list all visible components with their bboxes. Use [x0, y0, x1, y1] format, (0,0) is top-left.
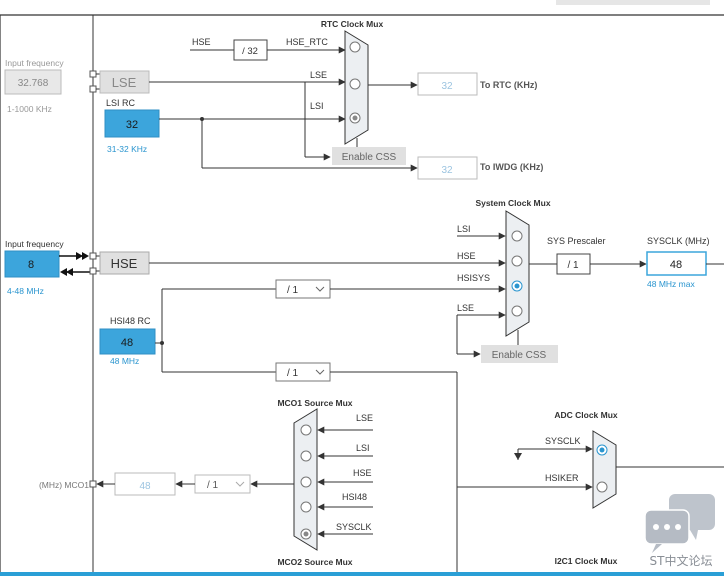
hse-pin-1 [89, 252, 97, 260]
lse-range-label: 1-1000 KHz [7, 104, 52, 114]
chevron-down-icon [235, 481, 245, 487]
rtc-hse-rtc-label: HSE_RTC [286, 37, 328, 47]
sysclk-max-label: 48 MHz max [647, 279, 695, 289]
rtc-mux-option-lse[interactable] [349, 78, 361, 90]
watermark-text: ST中文论坛 [650, 553, 713, 568]
lsi-rc-title: LSI RC [106, 98, 136, 108]
chevron-down-icon [315, 369, 325, 375]
hsi48-divider-value: / 1 [287, 368, 299, 379]
mco1-divider-value: / 1 [207, 480, 219, 491]
lse-input-frequency-field[interactable] [4, 69, 62, 95]
lse-input-frequency-label: Input frequency [5, 58, 64, 68]
iwdg-output-value: 32 [441, 165, 453, 176]
iwdg-output-label: To IWDG (KHz) [480, 162, 543, 172]
mco1-mux-title: MCO1 Source Mux [277, 398, 352, 408]
mco1-input-lse-label: LSE [356, 413, 373, 423]
sysmux-input-hse-label: HSE [457, 251, 476, 261]
mco1-input-sysclk-label: SYSCLK [336, 522, 372, 532]
sys-prescaler-value: / 1 [567, 260, 579, 271]
lse-pin-2 [89, 85, 97, 93]
st-forum-watermark-icon [644, 494, 715, 553]
rtc-hse-label: HSE [192, 37, 211, 47]
adc-input-hsiker-label: HSIKER [545, 473, 579, 483]
sysmux-enable-css-button[interactable] [481, 345, 558, 363]
sysmux-selected-dot [514, 283, 520, 289]
mco1-option-hsi48[interactable] [300, 501, 312, 513]
sysmux-enable-css-label: Enable CSS [492, 350, 547, 361]
top-scroll-stub [556, 0, 710, 5]
lsi-rc-block[interactable] [104, 109, 160, 138]
mco1-pin [89, 480, 97, 488]
system-clock-mux [505, 210, 530, 337]
mco2-mux-title: MCO2 Source Mux [277, 557, 352, 567]
adc-clock-mux [592, 430, 617, 509]
sys-prescaler-title: SYS Prescaler [547, 236, 606, 246]
i2c1-mux-title: I2C1 Clock Mux [555, 556, 618, 566]
iwdg-output-field[interactable] [417, 156, 478, 180]
adc-input-sysclk-label: SYSCLK [545, 436, 581, 446]
hse-input-frequency-value: 8 [28, 259, 34, 271]
lse-pin-1 [89, 70, 97, 78]
lsi-range-label: 31-32 KHz [107, 144, 147, 154]
hsi48-rc-title: HSI48 RC [110, 316, 151, 326]
lse-block-label: LSE [112, 75, 137, 90]
sysmux-input-lsi-label: LSI [457, 224, 471, 234]
sysclk-value: 48 [670, 259, 682, 271]
hse-pin-2 [89, 267, 97, 275]
sysclk-title: SYSCLK (MHz) [647, 236, 710, 246]
mco1-input-hsi48-label: HSI48 [342, 492, 367, 502]
rtc-output-value: 32 [441, 81, 453, 92]
rtc-mux-option-hse[interactable] [349, 41, 361, 53]
mco1-selected-dot [303, 531, 309, 537]
rtc-lsi-label: LSI [310, 101, 324, 111]
hsisys-divider-value: / 1 [287, 285, 299, 296]
hsi48-rc-block[interactable] [99, 328, 156, 355]
mco1-option-lsi[interactable] [300, 450, 312, 462]
sysmux-title: System Clock Mux [475, 198, 550, 208]
mco1-input-hse-label: HSE [353, 468, 372, 478]
rtc-enable-css-label: Enable CSS [342, 152, 397, 163]
mco1-output-label: (MHz) MCO1 [39, 480, 89, 490]
sysmux-option-lse[interactable] [511, 305, 523, 317]
adc-mux-title: ADC Clock Mux [554, 410, 618, 420]
adc-selected-dot [599, 447, 605, 453]
hse-input-frequency-field[interactable] [4, 250, 60, 278]
lse-input-frequency-value: 32.768 [18, 78, 49, 89]
hse-block-label: HSE [111, 256, 138, 271]
rtc-output-label: To RTC (KHz) [480, 80, 537, 90]
adc-option-hsiker[interactable] [596, 481, 608, 493]
rtc-enable-css-button[interactable] [332, 147, 406, 165]
mco1-option-lse[interactable] [300, 424, 312, 436]
mco1-output-value: 48 [139, 481, 151, 492]
hse-range-label: 4-48 MHz [7, 286, 44, 296]
chevron-down-icon [315, 286, 325, 292]
lsi-rc-value: 32 [126, 119, 138, 131]
rtc-mux-title: RTC Clock Mux [321, 19, 384, 29]
sysmux-input-hsisys-label: HSISYS [457, 273, 490, 283]
sysmux-input-lse-label: LSE [457, 303, 474, 313]
bottom-status-bar [0, 572, 724, 576]
rtc-lse-label: LSE [310, 70, 327, 80]
hsi48-rc-value: 48 [121, 337, 133, 349]
hse-input-frequency-label: Input frequency [5, 239, 64, 249]
rtc-hse-divider-label: / 32 [242, 46, 258, 57]
mco1-option-hse[interactable] [300, 476, 312, 488]
mco1-input-lsi-label: LSI [356, 443, 370, 453]
sysmux-option-lsi[interactable] [511, 230, 523, 242]
rtc-output-field[interactable] [417, 72, 478, 96]
hsi48-unit-label: 48 MHz [110, 356, 139, 366]
sysmux-option-hse[interactable] [511, 255, 523, 267]
rtc-mux-selected-dot [352, 115, 358, 121]
